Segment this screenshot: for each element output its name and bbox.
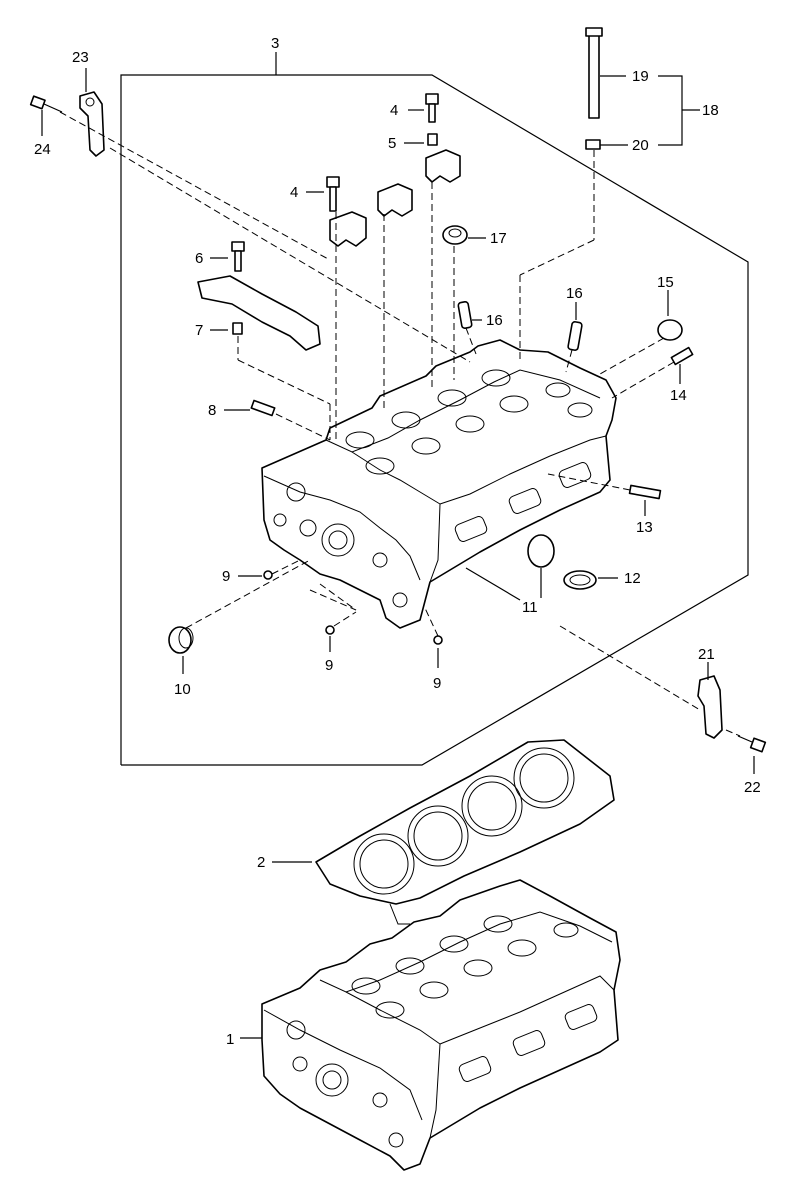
plug-a [263,570,273,580]
label-16-right: 16 [566,285,583,302]
label-4-top: 4 [390,102,398,119]
tube-washer [585,139,601,150]
label-8: 8 [208,402,216,419]
label-12: 12 [624,570,641,587]
label-15: 15 [657,274,674,291]
engine-hanger-front [79,91,105,157]
cam-cap-bolt-a [326,176,340,212]
label-5: 5 [388,135,396,152]
cylinder-head-lower [261,879,621,1171]
tube-rod [585,27,603,119]
label-19: 19 [632,68,649,85]
cam-cap-a [329,211,367,247]
sleeve-b [567,321,583,351]
label-23: 23 [72,49,89,66]
dowel-pin [427,133,438,146]
label-9-mid: 9 [325,657,333,674]
seal-plug [168,626,194,654]
bracket-dowel [232,322,243,335]
part-labels: 3 23 24 4 5 4 6 7 8 9 9 9 10 11 12 13 14… [34,35,761,1048]
hanger-bolt-rear [737,735,767,753]
front-cam-bracket [197,275,321,351]
label-6: 6 [195,250,203,267]
label-22: 22 [744,779,761,796]
label-2: 2 [257,854,265,871]
hanger-bolt-front [29,95,63,113]
label-24: 24 [34,141,51,158]
label-7: 7 [195,322,203,339]
tube-seal [442,225,468,245]
label-13: 13 [636,519,653,536]
cylinder-head-upper [261,339,617,629]
label-18: 18 [702,102,719,119]
label-1: 1 [226,1031,234,1048]
label-leaders [41,68,755,1039]
label-14: 14 [670,387,687,404]
leader-lines [59,111,741,737]
label-21: 21 [698,646,715,663]
plug-c [433,635,443,645]
label-20: 20 [632,137,649,154]
side-stud [670,346,694,366]
engine-hanger-rear [697,675,723,739]
plug-b [325,625,335,635]
exhaust-stud [628,484,662,500]
label-9-right: 9 [433,675,441,692]
label-4: 4 [290,184,298,201]
label-10: 10 [174,681,191,698]
sleeve-a [457,301,473,329]
label-9-left: 9 [222,568,230,585]
seal-ring [527,534,555,568]
stud-bolt [250,399,276,417]
bracket-bolt [231,241,245,272]
label-11: 11 [522,599,538,616]
label-17: 17 [490,230,507,247]
cam-cap-bolt-b [425,93,439,123]
cam-cap-b [377,183,413,217]
cam-cap-c [425,149,461,183]
label-3: 3 [271,35,279,52]
head-gasket [315,739,615,925]
label-16-left: 16 [486,312,503,329]
assembly-outline [120,52,749,766]
cap-plug [657,319,683,341]
gasket-ring [563,570,597,590]
